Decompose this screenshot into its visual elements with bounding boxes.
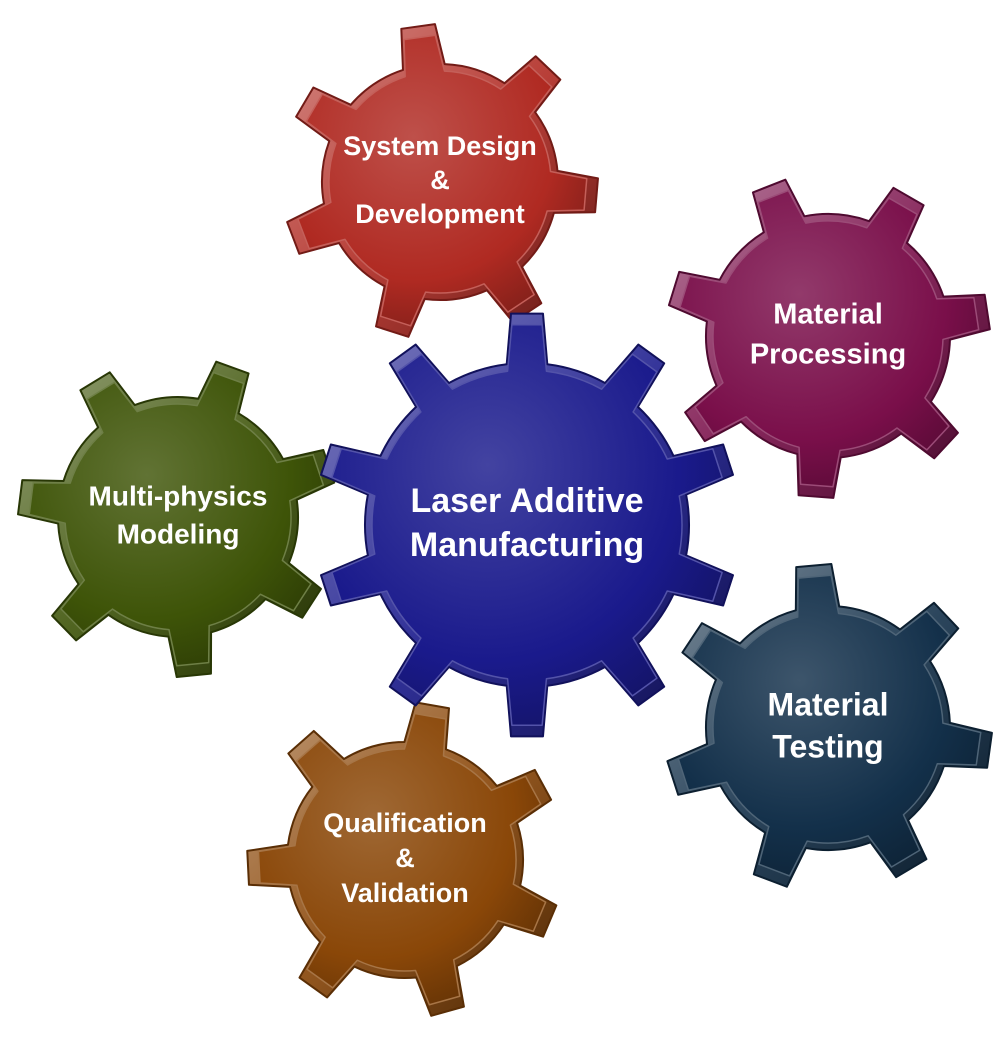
gear-label-line: Qualification <box>323 808 487 838</box>
gear-body <box>678 575 980 876</box>
gear-label-line: Validation <box>341 878 469 908</box>
gear-system-design: System Design & Development <box>287 24 598 337</box>
gear-multiphysics-modeling: Multi-physics Modeling <box>18 362 334 677</box>
gear-label-line: Multi-physics <box>89 480 268 511</box>
gear-label-line: Material <box>768 686 889 722</box>
gear-label-line: Testing <box>772 728 883 764</box>
gear-label-line: & <box>430 165 450 195</box>
gear-label-line: Modeling <box>117 518 240 549</box>
gear-material-testing: Material Testing <box>667 564 992 887</box>
gear-qualification-validation: Qualification & Validation <box>247 702 556 1015</box>
gear-label-line: & <box>395 843 415 873</box>
gear-label-line: Development <box>355 199 525 229</box>
gear-label-line: Material <box>773 299 883 331</box>
gear-label-line: Manufacturing <box>410 526 644 564</box>
gear-laser-additive-manufacturing: Laser Additive Manufacturing <box>321 314 733 737</box>
gear-label-line: Processing <box>750 339 906 371</box>
gear-label-line: System Design <box>343 131 537 161</box>
gear-label-line: Laser Additive <box>410 482 643 520</box>
